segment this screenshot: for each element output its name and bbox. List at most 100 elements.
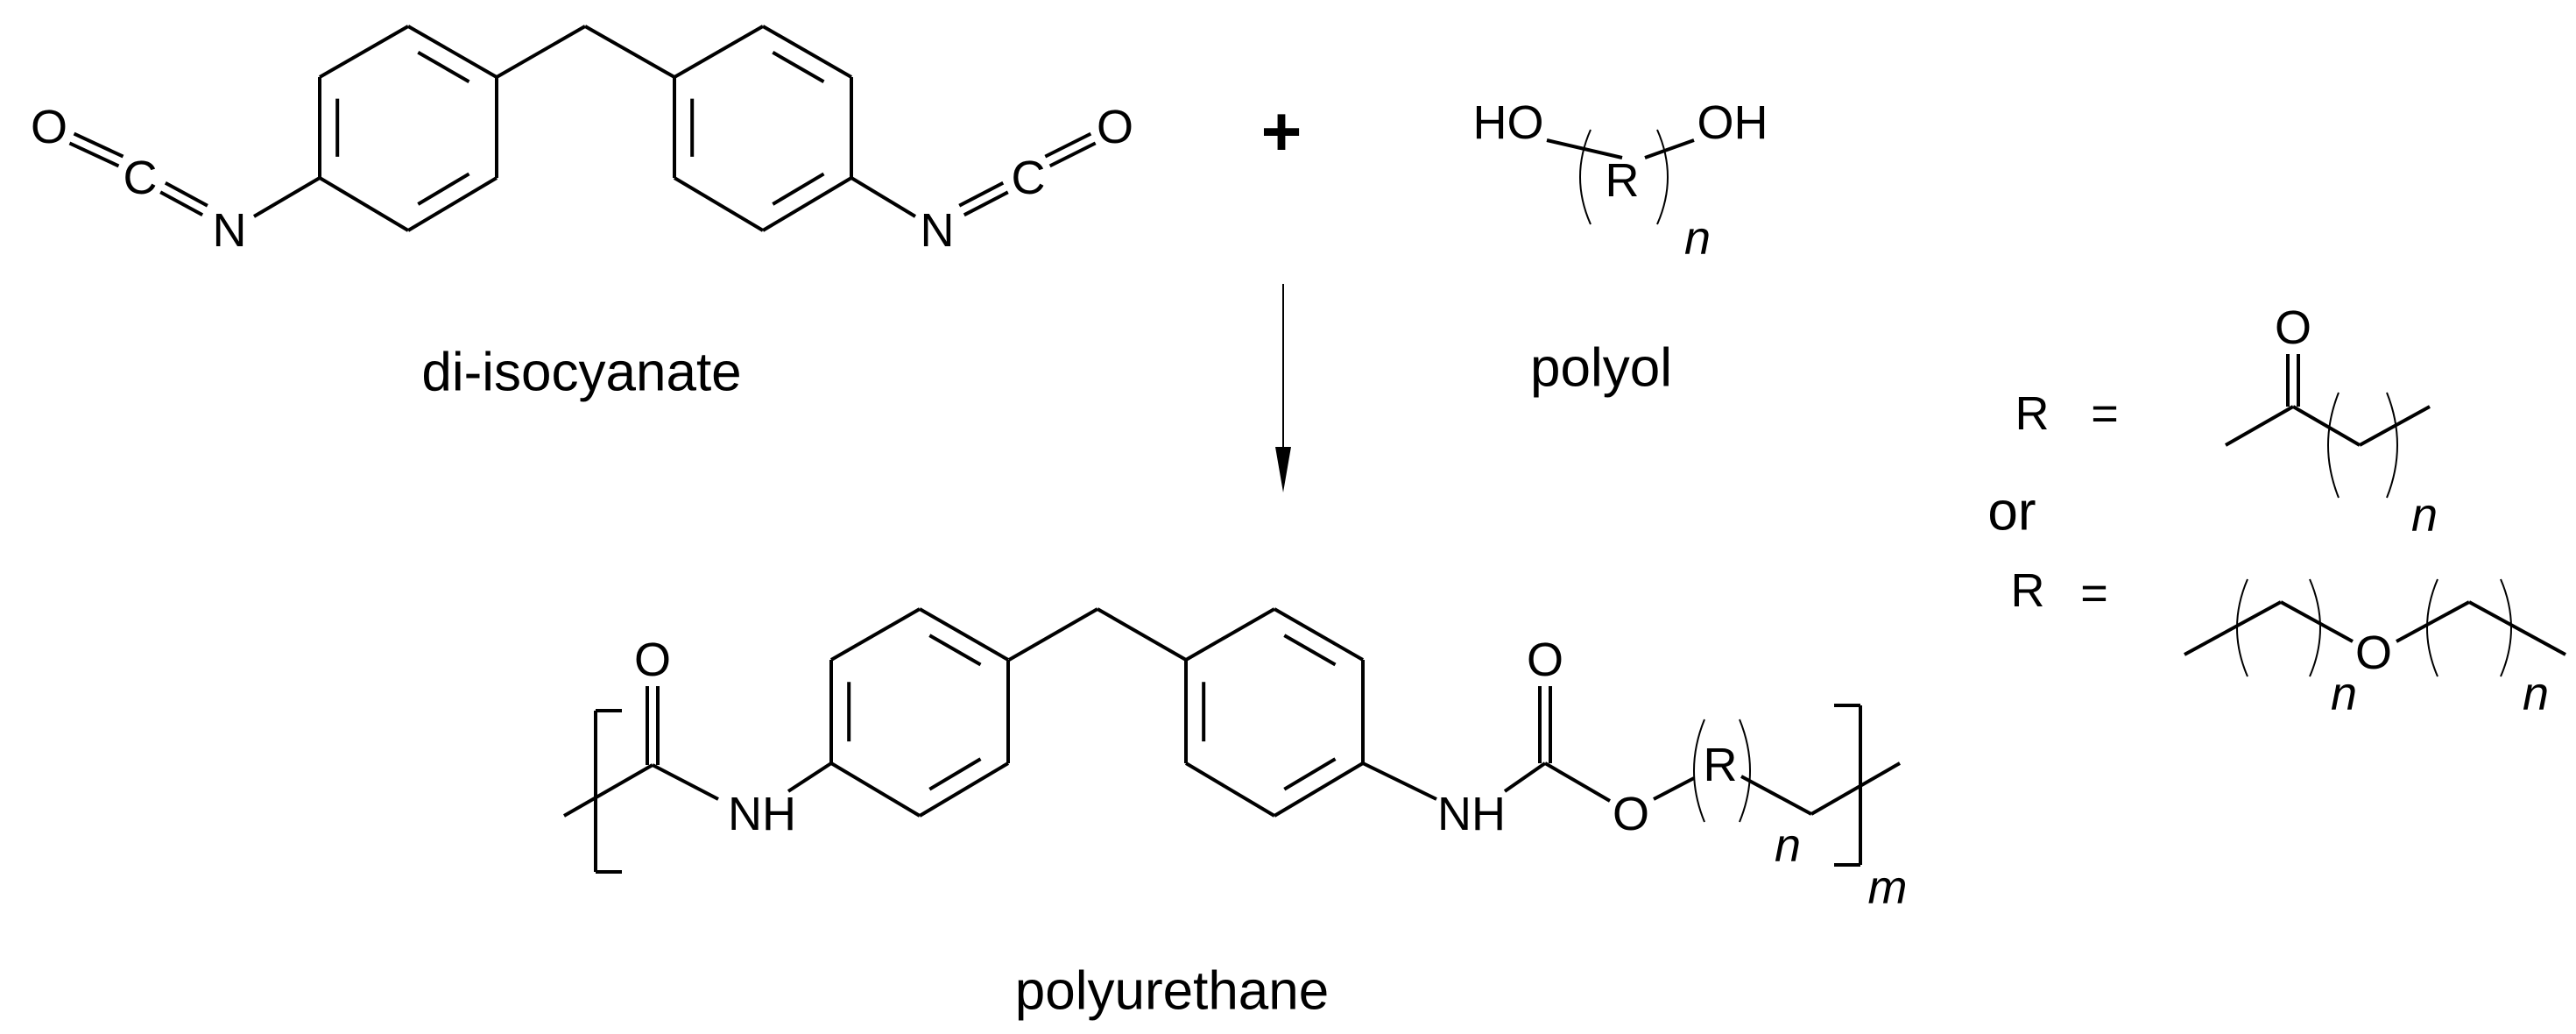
- bond: [652, 763, 719, 801]
- r-definitions: R = O n or R = O n n: [1987, 301, 2549, 720]
- n-c-double-bond: [159, 190, 204, 217]
- benzene-ring: [1273, 761, 1365, 818]
- benzene-ring: [1185, 607, 1275, 662]
- atom-ho: HO: [1473, 96, 1544, 149]
- benzene-ring: [319, 25, 409, 79]
- diisocyanate-label: di-isocyanate: [421, 343, 741, 403]
- chain: [2225, 405, 2294, 447]
- polyol-label: polyol: [1530, 338, 1672, 399]
- benzene-ring: [830, 607, 921, 662]
- benzene-ring-double: [772, 51, 825, 83]
- paren-left: [2426, 578, 2438, 677]
- benzene-ring: [318, 176, 410, 232]
- bond: [1503, 761, 1547, 793]
- benzene-ring: [1184, 761, 1276, 818]
- paren-right: [1739, 719, 1751, 823]
- atom-c: C: [124, 152, 158, 204]
- chain: [2291, 405, 2361, 447]
- bond: [1644, 138, 1695, 159]
- polyurethane: O NH NH O O R n m polyurethane: [634, 634, 1908, 1022]
- c-o-double-bond: [68, 141, 120, 168]
- atom-oh: OH: [1697, 96, 1768, 149]
- bond: [850, 176, 917, 218]
- repeat-n: n: [1684, 212, 1711, 265]
- repeat-n: n: [2411, 489, 2438, 542]
- benzene-ring: [1274, 607, 1364, 662]
- paren-left: [2327, 392, 2340, 499]
- benzene-ring: [673, 176, 765, 232]
- benzene-ring: [761, 176, 853, 232]
- r-group: R: [1704, 739, 1738, 791]
- atom-o: O: [31, 101, 67, 153]
- polyol: HO OH R n polyol: [1473, 96, 1768, 399]
- benzene-ring: [919, 607, 1009, 662]
- repeat-n: n: [2523, 668, 2549, 720]
- benzene-ring: [674, 25, 764, 79]
- benzene-ring-double: [928, 757, 982, 791]
- atom-nh: NH: [1437, 788, 1506, 840]
- n-c-double-bond: [164, 181, 208, 208]
- chain: [2184, 600, 2282, 656]
- or-label: or: [1987, 482, 2036, 542]
- equals-sign: =: [2080, 567, 2108, 620]
- benzene-ring: [829, 761, 921, 818]
- atom-o: O: [634, 634, 671, 686]
- c-o-double-bond: [73, 131, 124, 159]
- equals-sign: =: [2091, 387, 2119, 440]
- benzene-ring-double: [417, 172, 470, 206]
- bond: [563, 763, 653, 818]
- n-c-double-bond: [963, 190, 1009, 217]
- benzene-ring: [406, 176, 498, 232]
- paren-right: [2309, 578, 2321, 677]
- atom-o: O: [2355, 627, 2392, 679]
- paren-left: [1579, 129, 1591, 225]
- benzene-ring-double: [928, 634, 982, 667]
- paren-left: [1693, 719, 1705, 823]
- chain: [2468, 600, 2566, 656]
- paren-left: [2236, 578, 2248, 677]
- paren-right: [2500, 578, 2512, 677]
- benzene-ring-double: [772, 172, 825, 206]
- atom-n: N: [213, 204, 247, 257]
- benzene-ring: [918, 761, 1010, 818]
- bond: [1543, 761, 1612, 803]
- repeat-n: n: [1775, 819, 1801, 872]
- chain: [1810, 761, 1901, 816]
- methylene-bridge: [1008, 607, 1098, 662]
- repeat-m: m: [1868, 861, 1908, 914]
- c-o-double-bond: [1048, 141, 1097, 168]
- bond: [787, 761, 833, 793]
- atom-o: O: [1613, 788, 1649, 840]
- paren-right: [1656, 129, 1669, 225]
- benzene-ring: [407, 25, 498, 79]
- chain: [2396, 600, 2470, 643]
- atom-o: O: [1527, 634, 1563, 686]
- diisocyanate: O C N N C O di-isocyanate: [31, 101, 1133, 403]
- bond: [252, 176, 321, 218]
- bond: [1653, 776, 1695, 801]
- benzene-ring: [762, 25, 852, 79]
- chain: [2359, 405, 2431, 447]
- n-c-double-bond: [958, 181, 1005, 208]
- bonds: [68, 25, 2566, 874]
- r-group: R: [1606, 154, 1640, 207]
- bond: [1362, 761, 1437, 801]
- atom-o: O: [1097, 101, 1133, 153]
- methylene-bridge: [584, 25, 675, 79]
- r-label: R: [2015, 387, 2050, 440]
- atom-o: O: [2275, 301, 2311, 354]
- repeat-n: n: [2331, 668, 2357, 720]
- reaction-arrow-down: [1275, 284, 1291, 492]
- paren-right: [2386, 392, 2398, 499]
- chain: [1740, 775, 1812, 816]
- r-label: R: [2011, 564, 2045, 617]
- benzene-ring-double: [1283, 634, 1337, 667]
- atom-nh: NH: [728, 788, 796, 840]
- c-o-double-bond: [1044, 131, 1092, 159]
- methylene-bridge: [496, 25, 586, 79]
- atom-c: C: [1012, 152, 1046, 204]
- polyurethane-label: polyurethane: [1015, 961, 1330, 1022]
- benzene-ring-double: [417, 51, 470, 83]
- methylene-bridge: [1097, 607, 1187, 662]
